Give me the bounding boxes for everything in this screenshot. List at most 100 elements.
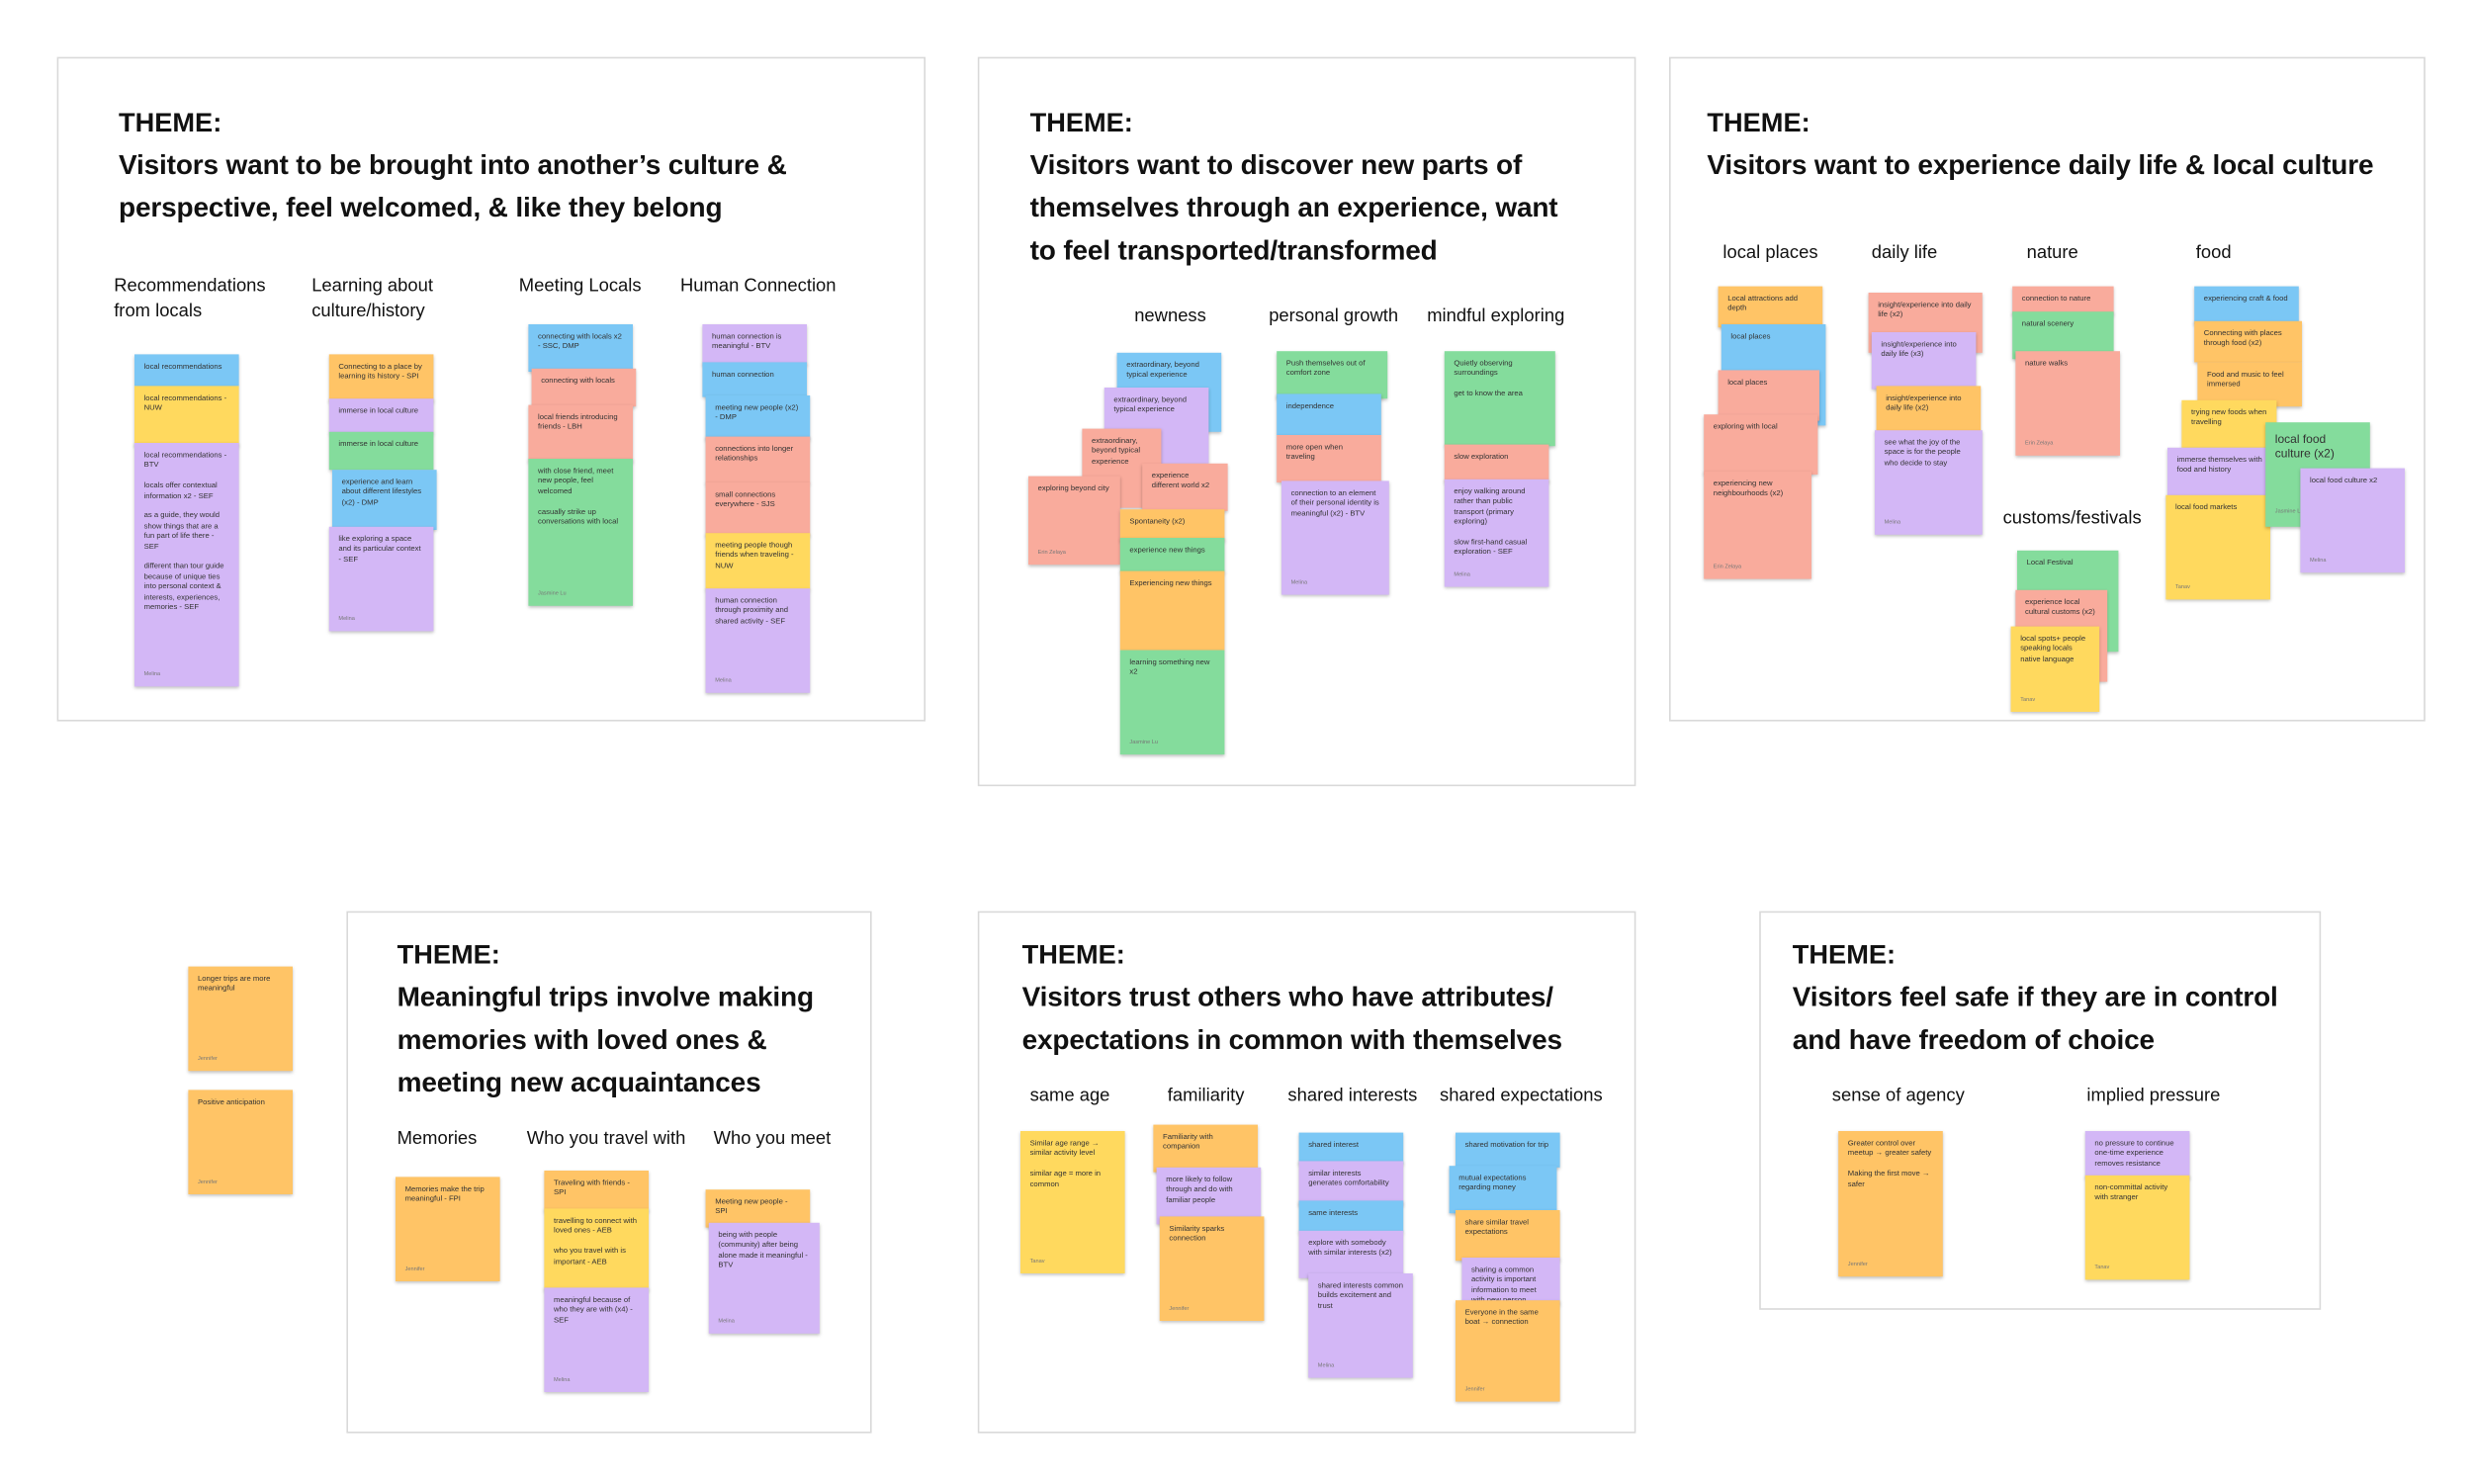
theme-label: THEME:	[1707, 107, 1810, 138]
sticky-note[interactable]: immerse in local culture	[328, 431, 434, 471]
sticky-note[interactable]: Greater control over meetup → greater sa…	[1838, 1131, 1943, 1277]
sticky-note[interactable]: independence	[1277, 393, 1381, 435]
sticky-note[interactable]: experiencing new neighbourhoods (x2)Erin…	[1704, 471, 1811, 579]
sticky-note[interactable]: local recommendations - BTV locals offer…	[134, 443, 239, 687]
category-label: same age	[1029, 1087, 1110, 1106]
sticky-note[interactable]: experiencing craft & food	[2194, 286, 2299, 324]
sticky-note[interactable]: being with people (community) after bein…	[708, 1222, 820, 1334]
sticky-note[interactable]: Familiarity with companion	[1153, 1124, 1258, 1173]
sticky-note[interactable]: human connection is meaningful - BTV	[702, 324, 807, 366]
category-label: familiarity	[1167, 1087, 1245, 1106]
sticky-note[interactable]: human connection	[702, 362, 807, 397]
theme-label: THEME:	[1029, 107, 1133, 138]
category-label: sense of agency	[1831, 1087, 1965, 1106]
theme-title: Visitors trust others who have attribute…	[1021, 981, 1562, 1056]
sticky-note[interactable]: same interests	[1298, 1200, 1404, 1233]
sticky-note[interactable]: meeting people though friends when trave…	[705, 533, 811, 590]
category-label: mindful exploring	[1427, 306, 1565, 326]
sticky-note[interactable]: local recommendations	[134, 354, 239, 387]
sticky-note[interactable]: Meeting new people - SPI	[705, 1189, 811, 1228]
sticky-note[interactable]: trying new foods when travelling	[2181, 399, 2277, 448]
sticky-note[interactable]: share similar travel expectations	[1456, 1210, 1560, 1262]
sticky-note[interactable]: Connecting to a place by learning its hi…	[328, 354, 434, 402]
category-label: implied pressure	[2086, 1087, 2221, 1106]
sticky-note[interactable]: experience different world x2	[1142, 463, 1228, 511]
sticky-note[interactable]: local friends introducing friends - LBH	[528, 404, 633, 463]
sticky-note[interactable]: with close friend, meet new people, feel…	[528, 459, 633, 606]
sticky-note[interactable]: Quietly observing surroundings get to kn…	[1444, 351, 1555, 447]
sticky-note[interactable]: meaningful because of who they are with …	[544, 1287, 649, 1392]
sticky-note[interactable]: connection to an element of their person…	[1281, 480, 1389, 595]
sticky-note[interactable]: insight/experience into daily life (x2)	[1876, 386, 1982, 434]
category-label: Who you meet	[713, 1129, 832, 1149]
sticky-note[interactable]: shared interest	[1298, 1132, 1404, 1165]
sticky-note[interactable]: exploring with local	[1704, 414, 1818, 475]
sticky-note[interactable]: immerse themselves with food and history	[2167, 447, 2272, 498]
sticky-note[interactable]: immerse in local culture	[328, 398, 434, 434]
category-label: local places	[1722, 243, 1818, 263]
category-label: shared interests	[1287, 1087, 1418, 1106]
sticky-note[interactable]: experience new things	[1119, 538, 1225, 573]
sticky-note[interactable]: no pressure to continue one-time experie…	[2084, 1131, 2190, 1178]
category-label: food	[2195, 243, 2232, 263]
sticky-note[interactable]: see what the joy of the space is for the…	[1875, 430, 1983, 535]
theme-frame-safety[interactable]: THEME: Visitors feel safe if they are in…	[1759, 911, 2322, 1310]
theme-label: THEME:	[119, 107, 222, 138]
sticky-note[interactable]: connections into longer relationships	[705, 436, 811, 484]
category-label: Memories	[397, 1129, 478, 1149]
sticky-note[interactable]: like exploring a space and its particula…	[328, 526, 434, 632]
sticky-note[interactable]: connecting with locals x2 - SSC, DMP	[528, 324, 633, 372]
sticky-note[interactable]: Push themselves out of comfort zone	[1277, 351, 1388, 399]
sticky-note[interactable]: sharing a common activity is important i…	[1461, 1258, 1560, 1305]
sticky-note[interactable]: local spots+ people speaking locals nati…	[2010, 626, 2100, 712]
sticky-note[interactable]: Food and music to feel immersed	[2197, 362, 2302, 407]
sticky-note[interactable]: connection to nature	[2012, 286, 2114, 315]
sticky-note[interactable]: meeting new people (x2) - DMP	[705, 395, 811, 440]
category-label: Recommendations from locals	[114, 277, 266, 321]
sticky-note[interactable]: enjoy walking around rather than public …	[1444, 479, 1549, 587]
sticky-note[interactable]: more open when traveling	[1277, 435, 1381, 482]
theme-label: THEME:	[1021, 939, 1125, 970]
sticky-note[interactable]: Local attractions add depth	[1718, 286, 1823, 328]
sticky-note[interactable]: more likely to follow through and do wit…	[1156, 1167, 1262, 1225]
sticky-note[interactable]: small connections everywhere - SJS	[705, 482, 811, 537]
sticky-note[interactable]: similar interests generates comfortabili…	[1298, 1161, 1404, 1206]
category-label: Learning about culture/history	[311, 277, 433, 321]
theme-title: Meaningful trips involve making memories…	[397, 981, 815, 1098]
sticky-note[interactable]: Spontaneity (x2)	[1119, 509, 1225, 542]
category-label: newness	[1134, 306, 1206, 326]
sticky-note[interactable]: local places	[1718, 370, 1819, 421]
category-label: customs/festivals	[2002, 509, 2142, 529]
sticky-note[interactable]: Experiencing new things	[1119, 570, 1225, 651]
theme-label: THEME:	[397, 939, 500, 970]
sticky-note[interactable]: slow exploration	[1444, 444, 1549, 482]
category-label: Who you travel with	[526, 1129, 686, 1149]
sticky-note[interactable]: Similar age range → similar activity lev…	[1020, 1131, 1125, 1273]
sticky-note[interactable]: shared interests common builds excitemen…	[1308, 1273, 1413, 1378]
sticky-note[interactable]: Traveling with friends - SPI	[544, 1171, 649, 1212]
category-label: Human Connection	[680, 277, 837, 297]
sticky-note[interactable]: mutual expectations regarding money	[1449, 1166, 1557, 1214]
sticky-note[interactable]: shared motivation for trip	[1456, 1132, 1560, 1168]
sticky-note[interactable]: local recommendations - NUW	[134, 386, 239, 447]
sticky-note[interactable]: Connecting with places through food (x2)	[2194, 320, 2302, 363]
sticky-note[interactable]: human connection through proximity and s…	[705, 588, 811, 693]
sticky-note[interactable]: connecting with locals	[531, 368, 637, 407]
sticky-note[interactable]: explore with somebody with similar inter…	[1298, 1230, 1404, 1278]
sticky-note[interactable]: experience and learn about different lif…	[332, 470, 437, 530]
sticky-note[interactable]: insight/experience into daily life (x3)	[1871, 332, 1977, 390]
sticky-note[interactable]: travelling to connect with loved ones - …	[544, 1208, 649, 1291]
category-label: nature	[2026, 243, 2078, 263]
